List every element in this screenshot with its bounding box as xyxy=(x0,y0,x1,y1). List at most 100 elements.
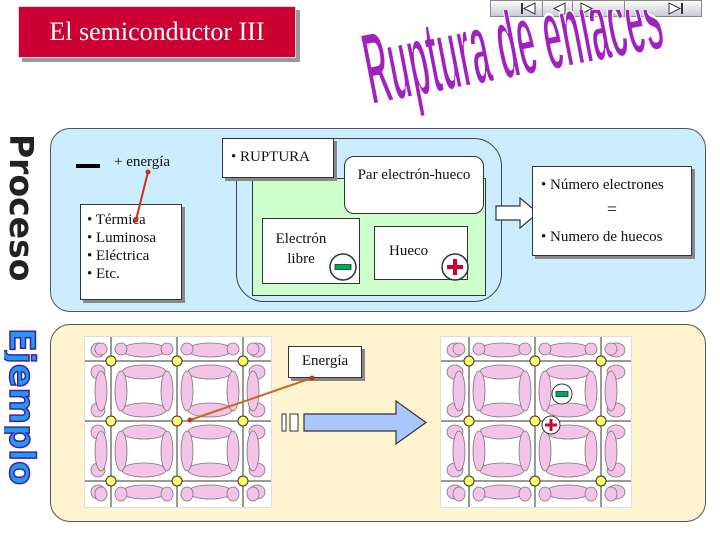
source-etc: • Etc. xyxy=(87,266,120,282)
bond-lobe xyxy=(226,486,240,502)
bond-lobe xyxy=(545,462,591,478)
bond-lobe xyxy=(187,462,233,478)
energy-sources-box: • Térmica • Luminosa • Eléctrica • Etc. xyxy=(80,204,182,300)
ruptura-label: • RUPTURA xyxy=(231,149,311,165)
result-line2: • Numero de huecos xyxy=(541,229,663,245)
atom xyxy=(237,355,249,367)
atom xyxy=(105,355,117,367)
bond-lobe xyxy=(121,342,167,358)
bond-lobe xyxy=(187,424,233,440)
bond-lobe xyxy=(452,486,466,502)
atom xyxy=(171,355,183,367)
bond-lobe xyxy=(94,430,108,472)
back-icon xyxy=(552,2,566,15)
skip-back-icon xyxy=(521,2,536,15)
atom xyxy=(237,415,249,427)
bond-lobe xyxy=(114,430,128,472)
result-box: • Número electrones = • Numero de huecos xyxy=(532,166,692,256)
bond-lobe xyxy=(584,370,598,412)
bond-lobe xyxy=(472,430,486,472)
energy-label: + energía xyxy=(114,154,171,170)
atom xyxy=(595,355,607,367)
bond-lobe xyxy=(472,370,486,412)
last-slide-button[interactable] xyxy=(624,0,702,17)
bond-lobe xyxy=(246,342,260,356)
bond-lobe xyxy=(479,402,525,418)
free-electron-icon xyxy=(551,383,573,405)
atom xyxy=(529,415,541,427)
bond-lobe xyxy=(584,486,598,502)
source-thermal: • Térmica xyxy=(87,212,146,228)
bond-lobe xyxy=(121,364,167,380)
bond-lobe xyxy=(479,462,525,478)
bond-lobe xyxy=(604,430,618,472)
bond-lobe xyxy=(452,370,466,412)
proceso-label: Proceso xyxy=(4,134,41,281)
bond-lobe xyxy=(160,370,174,412)
bond-lobe xyxy=(180,370,194,412)
atom xyxy=(105,475,117,487)
hueco-label: Hueco xyxy=(389,243,429,259)
bond-lobe xyxy=(479,484,525,500)
bond-lobe xyxy=(160,342,174,356)
bond-lobe xyxy=(452,430,466,472)
bond-lobe xyxy=(545,364,591,380)
bond-lobe xyxy=(187,484,233,500)
bond-lobe xyxy=(94,370,108,412)
atom xyxy=(595,415,607,427)
bond-lobe xyxy=(452,342,466,356)
bond-lobe xyxy=(121,402,167,418)
bond-lobe xyxy=(121,424,167,440)
bond-lobe xyxy=(604,486,618,502)
bond-lobe xyxy=(545,342,591,358)
ruptura-box: • RUPTURA xyxy=(222,138,334,178)
bond-lobe xyxy=(160,486,174,502)
lattice-before xyxy=(84,336,272,508)
bond-lobe xyxy=(187,364,233,380)
lattice-after xyxy=(440,336,632,508)
bond-lobe xyxy=(472,342,486,356)
bond-lobe xyxy=(246,370,260,412)
lattice-before-graphic xyxy=(85,337,271,507)
source-electric: • Eléctrica xyxy=(87,248,150,264)
bond-lobe xyxy=(518,342,532,356)
bond-lobe xyxy=(479,364,525,380)
forward-icon xyxy=(580,2,594,15)
slide-title-box: El semiconductor III xyxy=(18,6,296,58)
bond-lobe xyxy=(604,370,618,412)
previous-slide-button[interactable] xyxy=(542,0,574,17)
energia-box: Energía xyxy=(288,346,362,378)
bond-lobe xyxy=(479,342,525,358)
bond-lobe xyxy=(180,486,194,502)
source-light: • Luminosa xyxy=(87,230,156,246)
hole-icon xyxy=(541,415,561,435)
atom xyxy=(463,415,475,427)
bond-lobe xyxy=(246,486,260,502)
atom xyxy=(463,475,475,487)
hole-plus-icon xyxy=(441,253,469,281)
bond-lobe xyxy=(604,342,618,356)
atom xyxy=(237,475,249,487)
skip-forward-icon xyxy=(668,2,683,15)
par-box: Par electrón-hueco xyxy=(344,156,484,214)
result-line1: • Número electrones xyxy=(541,177,664,193)
atom xyxy=(529,355,541,367)
slide-title: El semiconductor III xyxy=(49,17,265,46)
bond-lobe xyxy=(538,486,552,502)
proceso-label-graphic: Proceso xyxy=(4,134,41,281)
big-title-graphic: Ruptura de enlaces xyxy=(360,10,672,120)
bond-lobe xyxy=(121,484,167,500)
energia-label: Energía xyxy=(301,353,349,369)
bond-lobe xyxy=(160,430,174,472)
atom xyxy=(529,475,541,487)
result-equals: = xyxy=(606,199,618,219)
result-arrow-icon xyxy=(495,196,539,230)
bond-lobe xyxy=(114,486,128,502)
bond-lobe xyxy=(226,430,240,472)
bond-lobe xyxy=(584,342,598,356)
bond-lobe xyxy=(114,370,128,412)
bond-lobe xyxy=(584,430,598,472)
bond-lobe xyxy=(187,342,233,358)
bond-lobe xyxy=(94,486,108,502)
hueco-box: Hueco xyxy=(374,226,468,280)
